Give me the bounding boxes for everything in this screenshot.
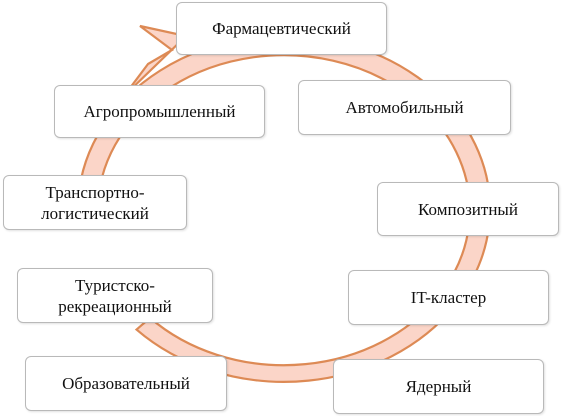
node-tourism-recreation-label: Туристско- рекреационный xyxy=(58,275,172,316)
node-automotive-label: Автомобильный xyxy=(345,98,464,117)
node-tourism-recreation: Туристско- рекреационный xyxy=(17,268,213,323)
node-pharmaceutical: Фармацевтический xyxy=(176,2,387,55)
node-it-cluster: IT-кластер xyxy=(348,270,549,325)
node-composite-label: Композитный xyxy=(418,199,518,219)
node-agroindustrial: Агропромышленный xyxy=(54,85,265,138)
node-educational-label: Образовательный xyxy=(62,374,190,393)
node-transport-logistics: Транспортно- логистический xyxy=(3,175,187,230)
node-automotive: Автомобильный xyxy=(298,80,511,135)
node-transport-logistics-label: Транспортно- логистический xyxy=(41,182,149,223)
node-educational: Образовательный xyxy=(25,356,227,411)
node-nuclear: Ядерный xyxy=(333,359,544,414)
node-agroindustrial-label: Агропромышленный xyxy=(83,102,236,121)
node-composite: Композитный xyxy=(377,182,559,236)
node-it-cluster-label: IT-кластер xyxy=(410,288,487,307)
node-nuclear-label: Ядерный xyxy=(405,377,472,396)
node-pharmaceutical-label: Фармацевтический xyxy=(212,19,351,38)
